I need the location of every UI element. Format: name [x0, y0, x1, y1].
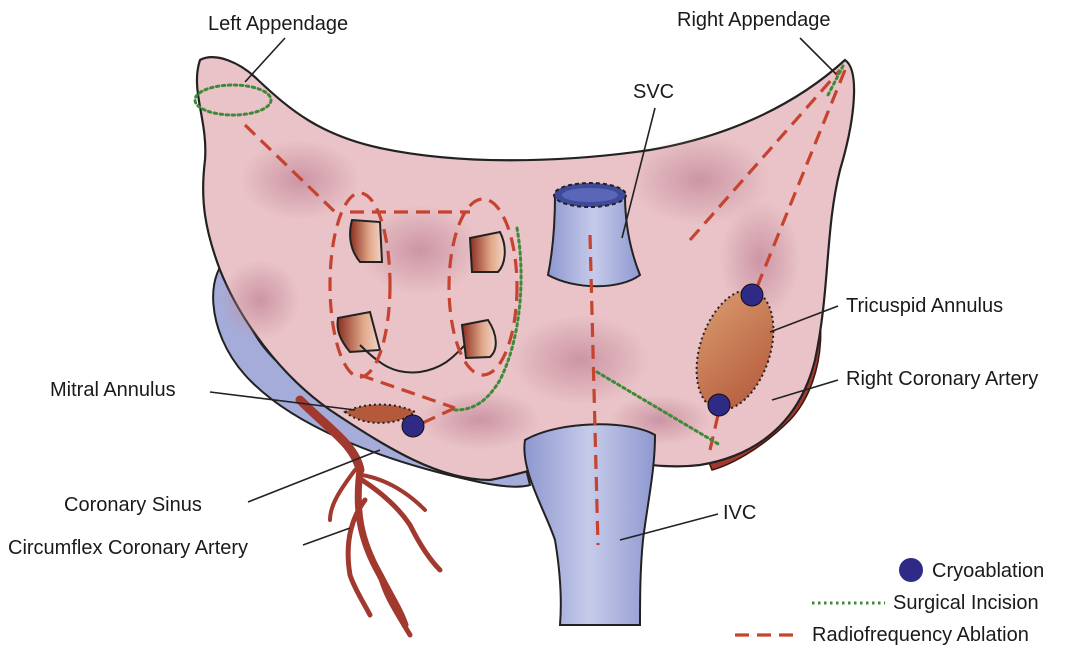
- cryo-point-tricuspid-lower: [708, 394, 730, 416]
- label-svc: SVC: [633, 82, 674, 102]
- legend-cryoablation-label: Cryoablation: [932, 561, 1044, 581]
- cryo-point-mitral: [402, 415, 424, 437]
- label-left-appendage: Left Appendage: [208, 14, 348, 34]
- label-mitral-annulus: Mitral Annulus: [50, 380, 176, 400]
- label-right-appendage: Right Appendage: [677, 10, 830, 30]
- svc-vessel: [548, 195, 640, 286]
- label-coronary-sinus: Coronary Sinus: [64, 495, 202, 515]
- ivc-vessel: [524, 424, 655, 625]
- legend-cryo-swatch: [899, 558, 923, 582]
- cryo-point-tricuspid-upper: [741, 284, 763, 306]
- label-tricuspid-annulus: Tricuspid Annulus: [846, 296, 1003, 316]
- legend-surgical-incision-label: Surgical Incision: [893, 593, 1039, 613]
- legend-radiofrequency-ablation-label: Radiofrequency Ablation: [812, 625, 1029, 645]
- label-circumflex-coronary-artery: Circumflex Coronary Artery: [8, 538, 248, 558]
- label-ivc: IVC: [723, 503, 756, 523]
- label-right-coronary-artery: Right Coronary Artery: [846, 369, 1038, 389]
